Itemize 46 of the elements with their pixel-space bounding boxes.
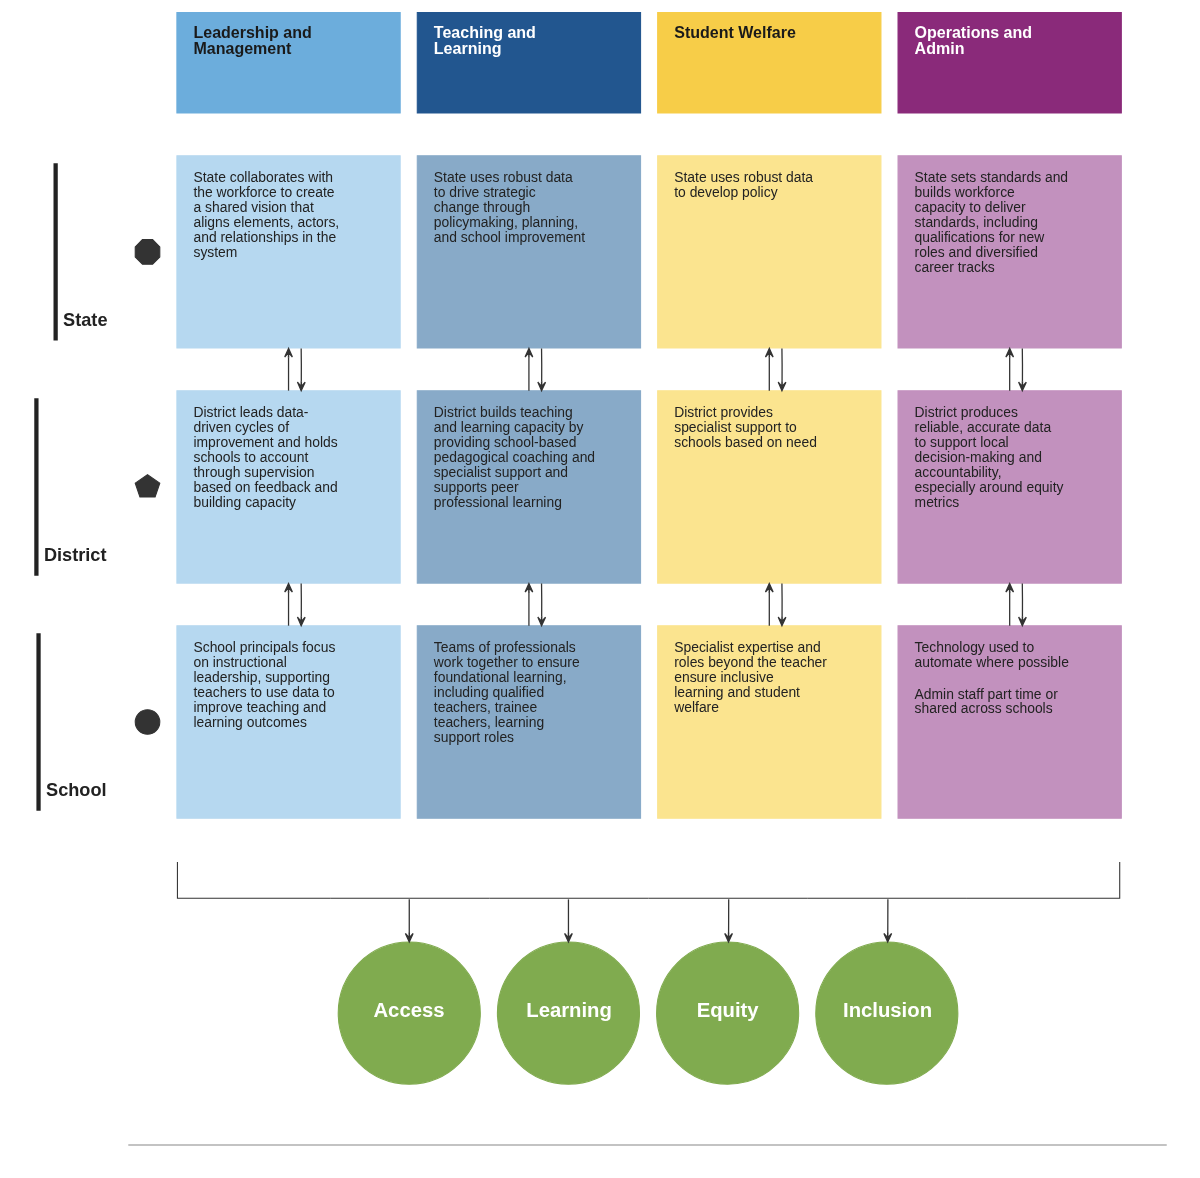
arrow <box>882 898 892 943</box>
node-circle <box>134 709 160 735</box>
node-box: Student Welfare <box>656 12 881 114</box>
label: District <box>43 545 106 566</box>
node-box: Specialist expertise and roles beyond the teacher ensure inclusive learning and student welfare <box>656 625 881 819</box>
node-box: Leadership and Management <box>175 12 401 114</box>
node-circle: Learning <box>496 941 640 1085</box>
arrow <box>523 347 533 392</box>
node-box: State sets standards and builds workforce capacity to deliver standards, including qualifications for new roles and diversified career tracks <box>897 155 1122 349</box>
node-box: District produces reliable, accurate data to support local decision-making and accountability, especially around equity metrics <box>897 390 1122 584</box>
node-box: School principals focus on instructional leadership, supporting teachers to use data to improve teaching and learning outcomes <box>175 625 401 819</box>
node-box: Teams of professionals work together to ensure foundational learning, including qualified teachers, trainee teachers, learning support roles <box>416 625 641 819</box>
node-circle: Equity <box>655 941 799 1085</box>
arrow <box>296 347 306 392</box>
label: State <box>62 310 108 331</box>
arrow <box>296 582 306 627</box>
node-box: District leads data-driven cycles of improvement and holds schools to account through supervision based on feedback and building capacity <box>175 390 401 584</box>
arrow <box>764 582 774 627</box>
arrow <box>777 582 787 627</box>
arrow <box>283 582 293 627</box>
arrow <box>523 582 533 627</box>
node-box: Technology used to automate where possible Admin staff part time or shared across schools <box>897 625 1122 819</box>
node-box: District builds teaching and learning capacity by providing school-based pedagogical coaching and specialist support and supports peer professional learning <box>416 390 641 584</box>
arrow <box>723 898 733 943</box>
arrow <box>536 582 546 627</box>
node-circle: Access <box>337 941 481 1085</box>
node-circle: Inclusion <box>814 941 958 1085</box>
arrow <box>1004 582 1014 627</box>
arrow <box>536 347 546 392</box>
arrow <box>1017 347 1027 392</box>
node-box: Operations and Admin <box>897 12 1122 114</box>
node-box: State collaborates with the workforce to create a shared vision that aligns elements, actors, and relationships in the system <box>175 155 401 349</box>
node-pentagon <box>134 474 160 498</box>
node-box: State uses robust data to drive strategic change through policymaking, planning, and school improvement <box>416 155 641 349</box>
arrow <box>764 347 774 392</box>
arrow <box>1017 582 1027 627</box>
label: School <box>45 780 107 801</box>
node-box: Teaching and Learning <box>416 12 641 114</box>
arrow <box>777 347 787 392</box>
arrow <box>283 347 293 392</box>
arrow <box>404 898 414 943</box>
node-box: State uses robust data to develop policy <box>656 155 881 349</box>
node-box: District provides specialist support to schools based on need <box>656 390 881 584</box>
arrow <box>1004 347 1014 392</box>
node-octagon <box>134 239 160 265</box>
arrow <box>563 898 573 943</box>
